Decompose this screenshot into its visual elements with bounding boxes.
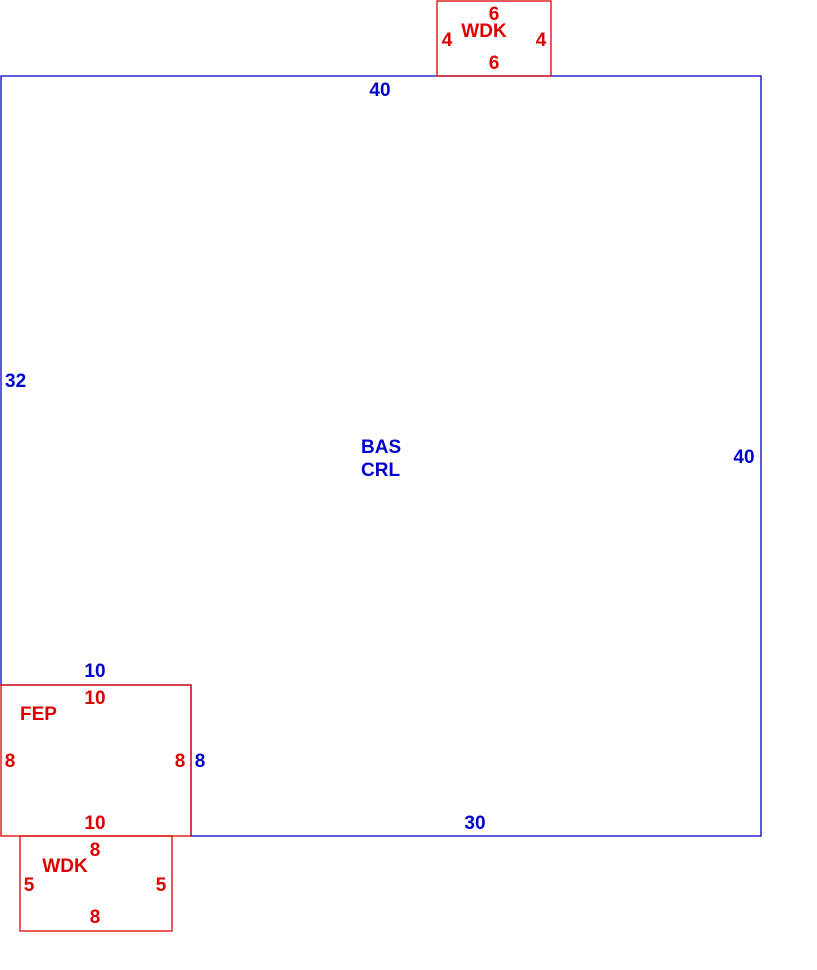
deck-top-bottom-dimension: 6 <box>489 53 500 74</box>
main-area-code-secondary: CRL <box>361 460 400 481</box>
deck-bottom-top-dimension: 8 <box>90 840 101 861</box>
deck-bottom-outline <box>19 835 173 932</box>
main-left-dimension: 32 <box>5 371 26 392</box>
deck-top-top-dimension: 6 <box>489 4 500 25</box>
porch-top-dimension: 10 <box>84 688 105 709</box>
deck-top-right-dimension: 4 <box>536 30 547 51</box>
main-right-dimension: 40 <box>733 447 754 468</box>
main-area-code: BAS <box>361 437 401 458</box>
deck-top-left-dimension: 4 <box>442 30 453 51</box>
main-notch-top-dimension: 10 <box>84 661 105 682</box>
main-notch-side-dimension: 8 <box>195 751 206 772</box>
main-bottom-dimension: 30 <box>464 813 485 834</box>
porch-code: FEP <box>20 704 57 725</box>
deck-top-outline <box>436 0 552 77</box>
deck-top-code: WDK <box>461 21 507 42</box>
porch-right-dimension: 8 <box>175 751 186 772</box>
porch-bottom-dimension: 10 <box>84 813 105 834</box>
deck-bottom-left-dimension: 5 <box>24 875 35 896</box>
deck-bottom-code: WDK <box>42 856 88 877</box>
deck-bottom-right-dimension: 5 <box>156 875 167 896</box>
main-top-dimension: 40 <box>369 80 390 101</box>
porch-left-dimension: 8 <box>5 751 16 772</box>
deck-bottom-bottom-dimension: 8 <box>90 907 101 928</box>
